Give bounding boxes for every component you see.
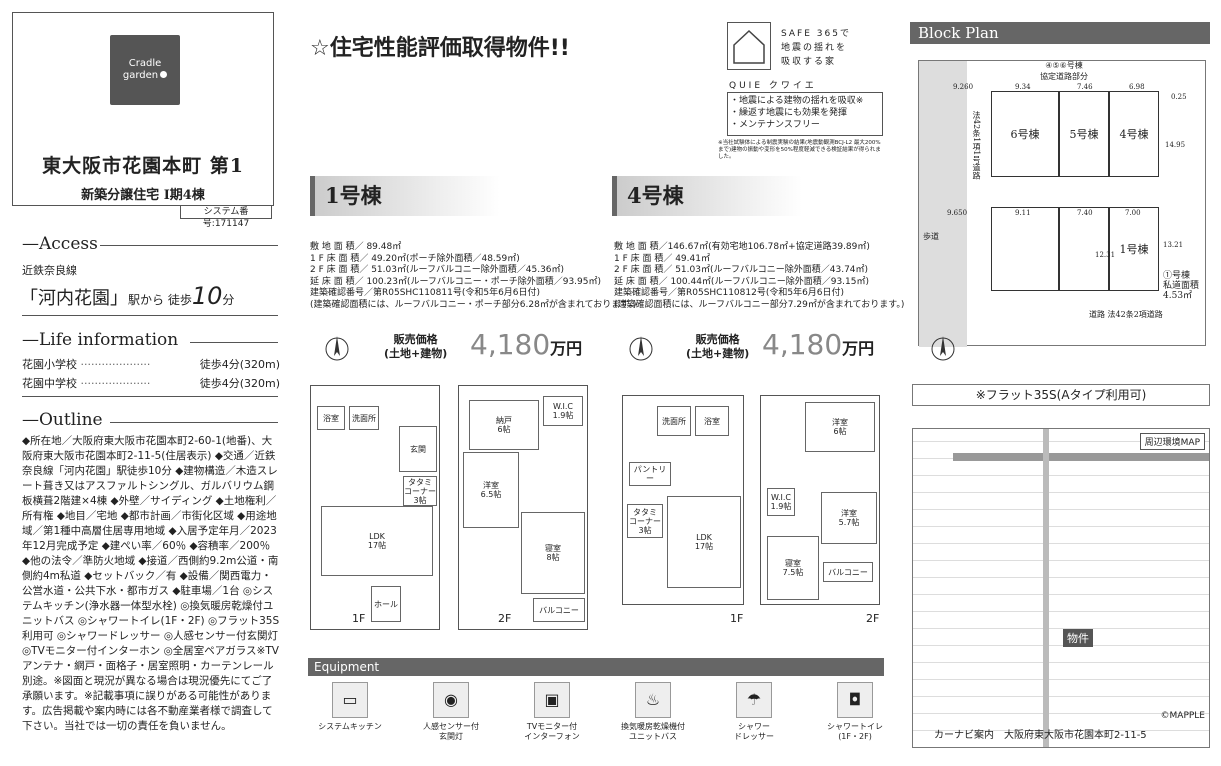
lot-1: 1号棟: [1109, 207, 1159, 291]
logo-text-1: Cradle: [128, 58, 162, 69]
block-plan: 6号棟 5号棟 4号棟 1号棟 歩道 法42条1項1号道路 道路 法42条2項道…: [918, 60, 1206, 347]
unit1-price: 4,180万円: [470, 328, 583, 361]
kitchen-icon: ▭: [332, 682, 368, 718]
outline-heading: —Outline: [22, 410, 103, 430]
equipment-item-bath: ♨換気暖房乾燥機付 ユニットバス: [608, 682, 698, 742]
lot-2: [991, 207, 1059, 291]
property-title: 東大阪市花園本町 第1: [42, 155, 244, 177]
unit4-1f-label: 1F: [730, 612, 744, 625]
shower-icon: ☂: [736, 682, 772, 718]
logo-text-2: garden: [122, 70, 159, 81]
access-heading: —Access: [22, 234, 98, 254]
cradle-garden-logo: Cradle garden: [110, 35, 180, 105]
unit1-2f-label: 2F: [498, 612, 512, 625]
equipment-item-toilet: ◘シャワートイレ (1F・2F): [810, 682, 900, 742]
toilet-icon: ◘: [837, 682, 873, 718]
access-line: 近鉄奈良線: [22, 264, 77, 277]
unit4-1f-plan: 洗面所 浴室 パントリー タタミ コーナー 3帖 LDK 17帖: [622, 395, 744, 605]
unit4-price-label: 販売価格(土地+建物): [686, 333, 750, 360]
equipment-item-intercom: ▣TVモニター付 インターフォン: [507, 682, 597, 742]
lot-5: 5号棟: [1059, 91, 1109, 177]
bath-dryer-icon: ♨: [635, 682, 671, 718]
equipment-heading: Equipment: [308, 658, 884, 676]
equipment-item-shower: ☂シャワー ドレッサー: [709, 682, 799, 742]
outline-text: ◆所在地／大阪府東大阪市花園本町2-60-1(地番)、大阪府東大阪市花園本町2-…: [22, 435, 280, 732]
house-icon: [727, 22, 771, 70]
quie-panel: SAFE 365で 地震の揺れを 吸収する家 QUIE クワイエ ・地震による建…: [727, 22, 883, 140]
unit4-2f-label: 2F: [866, 612, 880, 625]
area-map: 周辺環境MAP 物件 ©MAPPLE: [912, 428, 1210, 748]
unit1-1f-label: 1F: [352, 612, 366, 625]
quie-note: ※当社試験体による制震実験の結果(地震動観測BCJ-L2 最大200%まで)建物…: [718, 140, 881, 160]
life-item-2: 花園中学校 ···················· 徒歩4分(320m): [22, 377, 280, 390]
flat35-note: ※フラット35S(Aタイプ利用可): [912, 384, 1210, 406]
map-title: 周辺環境MAP: [1139, 433, 1205, 450]
road-note: ④⑤⑥号棟 協定道路部分: [1040, 61, 1088, 81]
unit4-price: 4,180万円: [762, 328, 875, 361]
life-heading: —Life information: [22, 330, 179, 350]
north-arrow-icon: [628, 332, 654, 366]
lot-6: 6号棟: [991, 91, 1059, 177]
equipment-item-kitchen: ▭システムキッチン: [305, 682, 395, 732]
intercom-icon: ▣: [534, 682, 570, 718]
unit1-specs: 敷 地 面 積／ 89.48㎡ 1 F 床 面 積／ 49.20㎡(ポーチ除外面…: [310, 242, 637, 310]
unit4-2f-plan: 洋室 6帖 W.I.C 1.9帖 洋室 5.7帖 寝室 7.5帖 バルコニー: [760, 395, 880, 605]
system-number: システム番号:171147: [180, 205, 272, 229]
property-marker: 物件: [1063, 629, 1093, 647]
access-detail: 「河内花園」駅から 徒歩10分: [20, 282, 235, 310]
brand-panel: Cradle garden 東大阪市花園本町 第1 新築分譲住宅 Ⅰ期4棟: [12, 12, 274, 206]
block-plan-heading: Block Plan: [910, 22, 1210, 44]
unit1-2f-plan: 納戸 6帖 W.I.C 1.9帖 洋室 6.5帖 寝室 8帖 バルコニー: [458, 385, 588, 630]
life-item-1: 花園小学校 ···················· 徒歩4分(320m): [22, 358, 280, 371]
headline: ☆住宅性能評価取得物件!!: [310, 36, 570, 61]
unit4-title: 4号棟: [612, 176, 802, 216]
unit1-price-label: 販売価格(土地+建物): [384, 333, 448, 360]
unit1-title: 1号棟: [310, 176, 500, 216]
lot-3: [1059, 207, 1109, 291]
property-subtitle: 新築分譲住宅 Ⅰ期4棟: [81, 188, 205, 203]
unit4-specs: 敷 地 面 積／146.67㎡(有効宅地106.78㎡+協定道路39.89㎡) …: [614, 242, 905, 310]
north-arrow-icon: [930, 332, 956, 366]
equipment-item-light: ◉人感センサー付 玄関灯: [406, 682, 496, 742]
motion-light-icon: ◉: [433, 682, 469, 718]
north-arrow-icon: [324, 332, 350, 366]
lot-4: 4号棟: [1109, 91, 1159, 177]
unit1-1f-plan: 浴室 洗面所 玄関 タタミ コーナー 3帖 LDK 17帖 ホール: [310, 385, 440, 630]
map-footer: カーナビ案内 大阪府東大阪市花園本町2-11-5: [934, 730, 1147, 741]
